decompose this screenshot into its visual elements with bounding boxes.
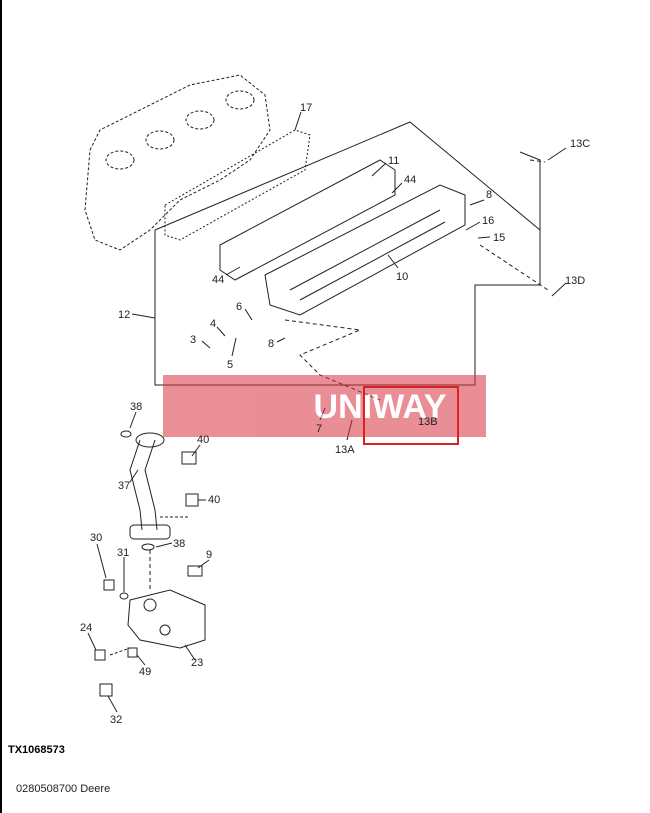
assembly-bracket-top: [154, 121, 541, 231]
callout-8-upper: 8: [486, 189, 492, 201]
callout-13B: 13B: [418, 416, 438, 428]
callout-9: 9: [206, 549, 212, 561]
callout-13D: 13D: [565, 275, 585, 287]
callout-12: 12: [118, 309, 130, 321]
callout-31: 31: [117, 547, 129, 559]
oil-pipe-illustration: [129, 439, 158, 531]
callout-38-lower: 38: [173, 538, 185, 550]
callout-13C: 13C: [570, 138, 590, 150]
callout-3: 3: [190, 334, 196, 346]
callout-38-upper: 38: [130, 401, 142, 413]
callout-24: 24: [80, 622, 92, 634]
callout-7: 7: [316, 423, 322, 435]
callout-17: 17: [300, 102, 312, 114]
callout-13A: 13A: [335, 444, 355, 456]
part-number-caption: 0280508700 Deere: [16, 783, 111, 795]
callout-23: 23: [191, 657, 203, 669]
callout-30: 30: [90, 532, 102, 544]
assembly-bracket-12: [154, 151, 541, 386]
callout-11: 11: [388, 155, 399, 167]
callout-49: 49: [139, 666, 151, 678]
callout-10: 10: [396, 271, 408, 283]
callout-15: 15: [493, 232, 505, 244]
callout-40-upper: 40: [197, 434, 209, 446]
figure-code: TX1068573: [8, 744, 65, 756]
cooler-housing-illustration: [264, 184, 466, 316]
watermark: UNIWAY: [163, 375, 486, 437]
callout-labels: 17 13C 11 44 8 16 15 12 44 10 13D 6 4 3 …: [80, 102, 590, 726]
callout-40-lower: 40: [208, 494, 220, 506]
gasket-illustration: [164, 129, 311, 241]
page-border: [0, 0, 2, 813]
callout-4: 4: [210, 318, 216, 330]
callout-5: 5: [227, 359, 233, 371]
callout-44-lower: 44: [212, 274, 224, 286]
oil-filter-adapter-illustration: [127, 589, 206, 649]
svg-text:UNIWAY: UNIWAY: [314, 388, 447, 426]
callout-37: 37: [118, 480, 130, 492]
callout-32: 32: [110, 714, 122, 726]
callout-44-upper: 44: [404, 174, 416, 186]
callout-8-lower: 8: [268, 338, 274, 350]
callout-16: 16: [482, 215, 494, 227]
callout-6: 6: [236, 301, 242, 313]
cooler-element-illustration: [219, 159, 396, 281]
engine-block-illustration: [84, 74, 271, 251]
highlight-box-13B: [363, 386, 459, 445]
